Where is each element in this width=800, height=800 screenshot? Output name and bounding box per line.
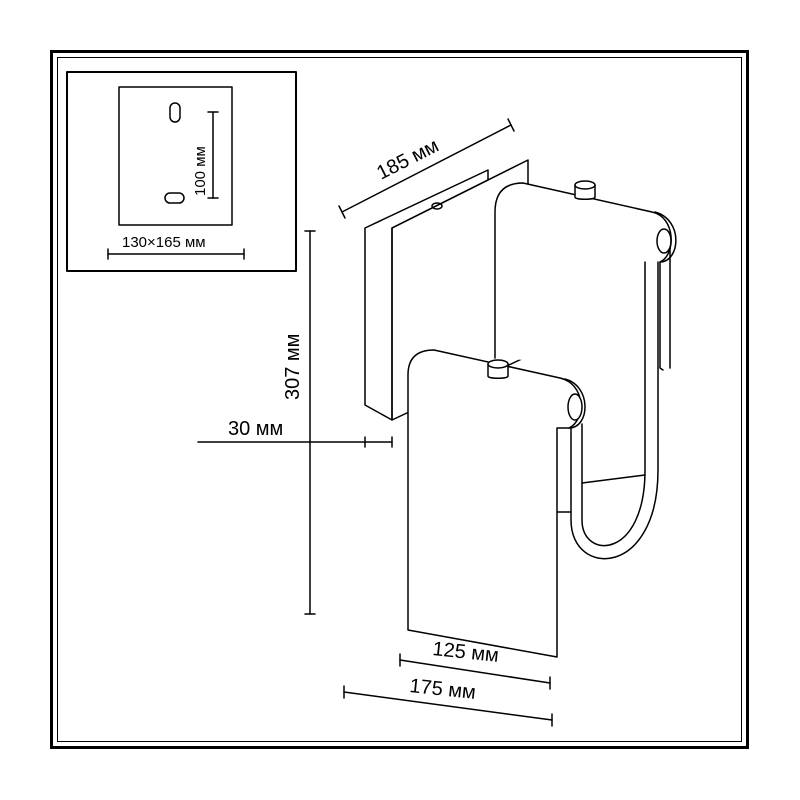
mount-plate-inset (66, 71, 297, 272)
dimension-total-width (343, 685, 553, 727)
band-outer (570, 261, 659, 560)
back-shade-roll (654, 211, 677, 263)
front-shade-roll (564, 378, 586, 429)
inner-frame (57, 57, 742, 742)
back-shade-outline (494, 182, 672, 371)
label-depth: 185 мм (373, 135, 442, 185)
mount-plate-outline (118, 86, 233, 226)
label-mount-plate-size: 130×165 мм (122, 234, 206, 251)
dimension-depth (338, 118, 515, 219)
band-inner (581, 261, 646, 547)
inset-border (66, 71, 297, 272)
back-roll-end (656, 228, 672, 254)
dimension-height (304, 230, 316, 615)
band-cross (581, 474, 646, 484)
mount-hole-top (169, 102, 181, 123)
label-height: 307 мм (282, 334, 304, 400)
front-roll-end (567, 393, 583, 421)
front-connector-top (487, 359, 509, 369)
label-total-width: 175 мм (408, 675, 476, 704)
outer-frame (50, 50, 749, 749)
label-mount-hole-spacing: 100 мм (192, 146, 209, 196)
mount-hole-bottom (164, 192, 185, 204)
plate-screw (431, 202, 443, 210)
back-shade (494, 180, 677, 371)
front-shade-outline (407, 349, 582, 658)
back-connector-top (574, 180, 596, 190)
dimension-front-width (399, 653, 551, 690)
label-offset: 30 мм (228, 418, 283, 440)
dimension-offset (197, 436, 393, 448)
connecting-band (556, 261, 659, 560)
front-shade (407, 349, 586, 658)
